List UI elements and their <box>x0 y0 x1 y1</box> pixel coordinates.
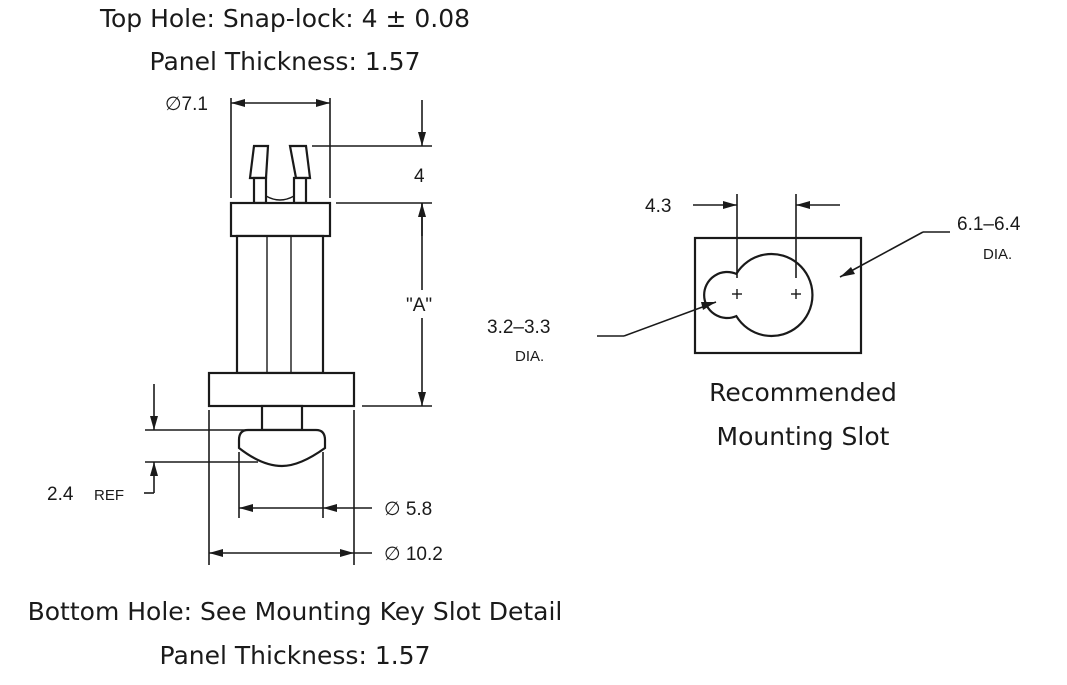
neck <box>260 404 304 432</box>
dia-top-label: ∅7.1 <box>165 94 208 115</box>
slot-caption-line2: Mounting Slot <box>717 422 890 451</box>
top-hole-thickness: Panel Thickness: 1.57 <box>150 47 421 76</box>
bottom-hole-thickness: Panel Thickness: 1.57 <box>160 641 431 670</box>
upper-collar <box>229 201 332 238</box>
snap-prong-left <box>252 176 268 205</box>
snap-prong-right <box>292 176 308 205</box>
small-dia-unit: DIA. <box>515 348 544 365</box>
small-dia-label: 3.2–3.3 <box>487 317 550 338</box>
dim-flange-diameter: ∅ 10.2 <box>208 410 443 565</box>
standoff-part <box>207 144 356 468</box>
snap-tip-left <box>248 144 270 180</box>
dim-length-a: "A" <box>362 203 432 407</box>
slot-spacing-label: 4.3 <box>645 196 671 217</box>
snap-gap-curve <box>265 195 295 201</box>
tip-height-label: 4 <box>414 166 425 187</box>
bottom-hole-title: Bottom Hole: See Mounting Key Slot Detai… <box>28 597 563 626</box>
top-hole-title: Top Hole: Snap-lock: 4 ± 0.08 <box>99 4 470 33</box>
mounting-slot-detail: 4.3 6.1–6.4 DIA. 3.2–3.3 DIA. Recommende… <box>487 194 1021 451</box>
snap-tip-right <box>288 144 312 180</box>
body-shaft <box>235 234 325 375</box>
flange <box>207 371 356 408</box>
bottom-button <box>237 428 327 468</box>
dim-neck-diameter: ∅ 5.8 <box>238 452 432 520</box>
dia-neck-label: ∅ 5.8 <box>384 499 432 520</box>
large-dia-unit: DIA. <box>983 246 1012 263</box>
length-a-label: "A" <box>406 295 432 316</box>
large-dia-label: 6.1–6.4 <box>957 214 1021 235</box>
ref-value: 2.4 <box>47 484 74 505</box>
slot-caption-line1: Recommended <box>709 378 897 407</box>
ref-unit: REF <box>94 487 124 504</box>
dim-top-diameter: ∅7.1 <box>165 94 331 198</box>
dia-flange-label: ∅ 10.2 <box>384 544 443 565</box>
keyhole-slot <box>703 252 814 338</box>
